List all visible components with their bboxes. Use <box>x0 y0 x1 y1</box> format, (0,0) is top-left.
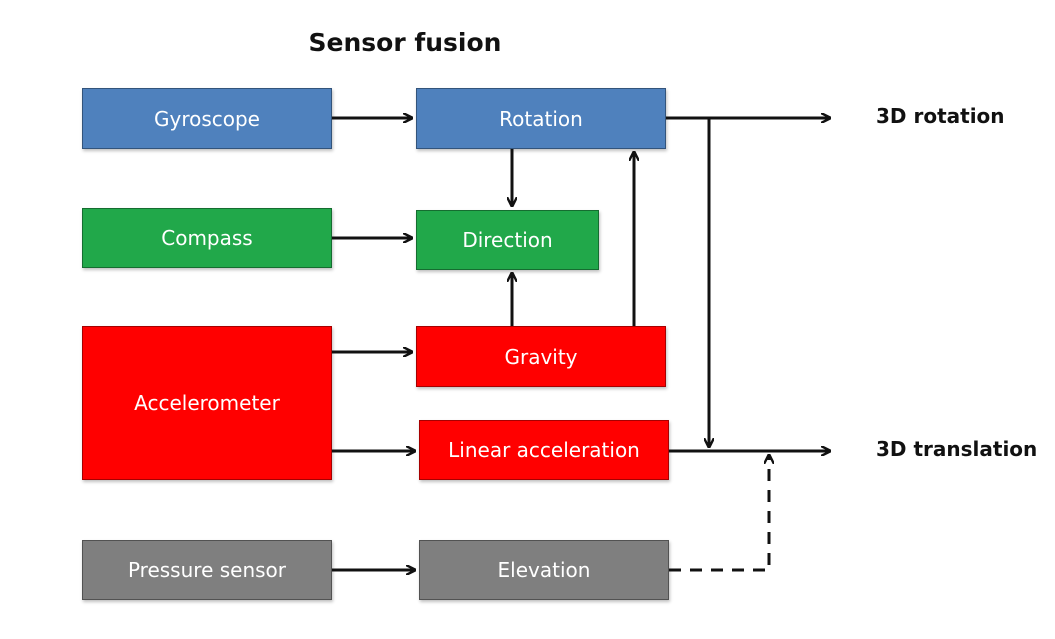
pressure-sensor-box: Pressure sensor <box>82 540 332 600</box>
accelerometer-box: Accelerometer <box>82 326 332 480</box>
output-3d-rotation: 3D rotation <box>876 104 1005 128</box>
compass-box: Compass <box>82 208 332 268</box>
gravity-box: Gravity <box>416 326 666 387</box>
output-3d-translation: 3D translation <box>876 437 1038 461</box>
elevation-box: Elevation <box>419 540 669 600</box>
linear-acceleration-box: Linear acceleration <box>419 420 669 480</box>
gyroscope-box: Gyroscope <box>82 88 332 149</box>
rotation-box: Rotation <box>416 88 666 149</box>
diagram-title: Sensor fusion <box>308 28 502 57</box>
direction-box: Direction <box>416 210 599 270</box>
arrow-elevation-dashed <box>669 455 769 572</box>
